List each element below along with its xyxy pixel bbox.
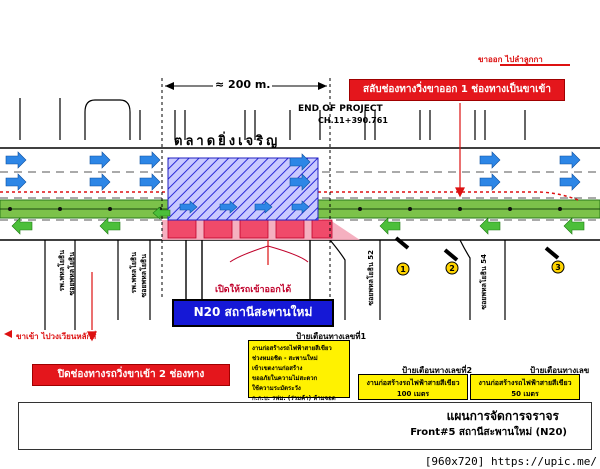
sign1-line-6: ก.ก.บ. รฟม. (ร่วมค้า) ห้ามจอด [252, 395, 336, 402]
sign1-title: ป้ายเตือนทางเลขที่1 [296, 332, 367, 341]
marker-2: 2 [449, 264, 455, 273]
inbound-arrows [11, 206, 585, 235]
sign2-title: ป้ายเตือนทางเลขที่2 [402, 366, 473, 375]
marker-3: 1 [400, 265, 406, 274]
marker-1: 3 [555, 263, 561, 272]
banner-top: สลับช่องทางวิ่งขาออก 1 ช่องทางเป็นขาเข้า [349, 79, 565, 101]
left-direction-label: ขาเข้า ไปวงเวียนหลักสี่ [16, 332, 97, 341]
banner-bottom: ปิดช่องทางรถวิ่งขาเข้า 2 ช่องทาง [32, 364, 230, 386]
plan-subtitle: Front#5 สถานีสะพานใหม่ (N20) [410, 427, 567, 438]
distance-label: ≈ 200 m. [213, 78, 273, 91]
sign2-panel: งานก่อสร้างรถไฟฟ้าสายสีเขียว 100 เมตร [358, 374, 468, 400]
side-road-label-3: ซอยพหลโยธิน 52 [367, 250, 375, 306]
sign1-line-5: ใช้ความระมัดระวัง [252, 385, 301, 392]
sign1-line-2: ช่วงหมอชิต - สะพานใหม่ [252, 355, 318, 362]
sign2-line: งานก่อสร้างรถไฟฟ้าสายสีเขียว [366, 379, 460, 387]
station-banner: N20 สถานีสะพานใหม่ [172, 299, 334, 327]
image-credit: [960x720] https://upic.me/ [421, 454, 600, 469]
sign-markers [394, 236, 565, 276]
outbound-arrows [5, 151, 581, 191]
sign1-line-3: เข้าเขตงานก่อสร้าง [252, 365, 303, 372]
side-road-label-2b: ซอยพหลโยธิน [140, 254, 148, 298]
sign1-line-1: งานก่อสร้างรถไฟฟ้าสายสีเขียว [252, 345, 332, 352]
market-name: ตลาดยิ่งเจริญ [174, 134, 281, 149]
sign3-line: งานก่อสร้างรถไฟฟ้าสายสีเขียว [478, 379, 572, 387]
sign1-line-4: ขออภัยในความไม่สะดวก [252, 375, 318, 382]
top-right-label: ขาออก ไปลำลูกกา [478, 55, 543, 64]
plan-title-panel: แผนการจัดการจราจร Front#5 สถานีสะพานใหม่… [18, 402, 592, 450]
plan-title: แผนการจัดการจราจร [446, 409, 559, 423]
sign3-distance: 50 เมตร [511, 390, 539, 398]
entry-exit-label: เปิดให้รถเข้าออกได้ [215, 285, 292, 295]
sign3-panel: งานก่อสร้างรถไฟฟ้าสายสีเขียว 50 เมตร [470, 374, 580, 400]
sign2-distance: 100 เมตร [396, 390, 430, 398]
end-of-project-label: END OF PROJECT [298, 104, 383, 114]
diversion-line [0, 191, 579, 201]
side-roads-top [19, 98, 526, 140]
side-roads-bottom [44, 239, 506, 330]
sign1-panel: งานก่อสร้างรถไฟฟ้าสายสีเขียว ช่วงหมอชิต … [248, 340, 350, 402]
side-road-label-1b: ซอยพหลโยธิน [68, 252, 76, 296]
chainage-label: CH.11+390.761 [318, 116, 388, 125]
side-road-label-4: ซอยพหลโยธิน 54 [480, 254, 488, 310]
